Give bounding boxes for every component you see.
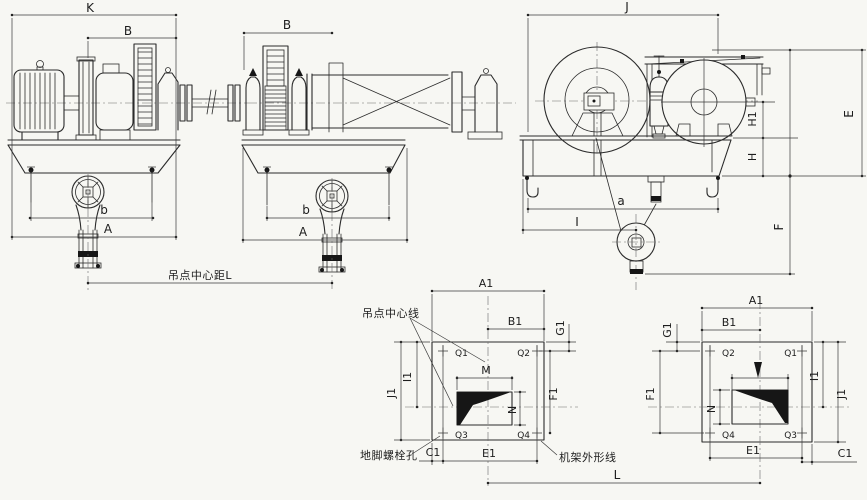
bolt-Q4-left-label: Q4 [517, 431, 530, 441]
side-base-frame [519, 135, 732, 198]
frame-outline-annotation: 机架外形线 [559, 450, 617, 464]
plan-view-right [648, 300, 852, 486]
dim-B-mid-label: B [283, 18, 291, 32]
rope-pulley-hook [595, 137, 665, 290]
dim-a-label: a [617, 194, 624, 208]
dim-F1-left-label: F1 [547, 387, 560, 400]
dim-I-label: I [575, 215, 579, 229]
dim-B1-right-label: B1 [722, 316, 737, 329]
anchor-bolt-annotation: 地脚螺栓孔 [360, 448, 418, 462]
dim-B-left-label: B [124, 24, 132, 38]
motor-end-view [661, 58, 756, 147]
motor-front [13, 60, 65, 141]
bearing-pedestal [157, 67, 193, 131]
dim-A1-left-label: A1 [479, 277, 494, 290]
dimension-lines [10, 13, 866, 485]
dim-F1-right-label: F1 [644, 387, 657, 400]
dim-J1-right-label: J1 [835, 389, 848, 400]
dim-A-left-label: A [104, 222, 113, 236]
anchor-bolt-markers [705, 345, 807, 439]
frame-outline-leader [540, 440, 558, 456]
dim-H1-label: H1 [746, 111, 759, 126]
rail-hook-right [706, 175, 719, 198]
dim-A1-right-label: A1 [749, 294, 764, 307]
connecting-shaft [191, 84, 241, 122]
rope-pull-arrow [754, 362, 762, 378]
dim-K-label: K [86, 1, 95, 15]
motor-eyebolt [36, 60, 44, 68]
dim-G1-right-label: G1 [661, 322, 674, 338]
dim-E1-left-label: E1 [482, 447, 496, 460]
gearbox [63, 63, 134, 141]
dim-C1-left-label: C1 [426, 446, 441, 459]
gear-frame [133, 43, 157, 131]
rail-hook-left [526, 175, 539, 198]
rope-wrap-wedge [734, 390, 788, 423]
hoist-distance-label: 吊点中心距L [168, 269, 232, 282]
dim-I1-left-label: I1 [401, 372, 414, 382]
dim-G1-left-label: G1 [554, 320, 567, 336]
dim-M-label: M [481, 364, 491, 377]
anchor-bolt-leader [411, 435, 441, 455]
rope-drum [306, 62, 503, 140]
rope-wrap-wedge [457, 392, 511, 425]
dim-F-label: F [772, 223, 786, 230]
bolt-Q1-right-label: Q1 [784, 349, 797, 359]
bolt-Q3-right-label: Q3 [784, 431, 797, 441]
dim-I1-right-label: I1 [808, 371, 821, 381]
hoist-centerline-leader [409, 317, 486, 407]
mid-sheave-hook [315, 178, 349, 290]
bolt-Q2-left-label: Q2 [517, 349, 530, 359]
dim-E1-right-label: E1 [746, 444, 760, 457]
drum-end-view [543, 46, 651, 154]
front-view-middle-unit [241, 45, 516, 290]
dim-A-mid-label: A [299, 225, 308, 239]
mid-platform [241, 139, 406, 206]
bolt-Q3-left-label: Q3 [455, 431, 468, 441]
front-view-left-unit [6, 43, 248, 290]
dim-E-label: E [842, 110, 856, 118]
dimension-labels: K B b A B b A 吊点中心距L J a I H1 H E F A1 B… [86, 0, 856, 482]
bolt-Q4-right-label: Q4 [722, 431, 735, 441]
hoist-centerline-annotation: 吊点中心线 [362, 306, 420, 320]
dim-J1-left-label: J1 [385, 388, 398, 399]
dim-b-mid-label: b [302, 203, 310, 217]
mid-gear-frame [262, 45, 289, 131]
dim-J-label: J [624, 0, 629, 14]
dim-N-left-label: N [506, 406, 519, 414]
dim-N-right-label: N [705, 405, 718, 413]
drum-bearing-right [288, 68, 310, 136]
plan-view-left [405, 296, 578, 486]
dim-L-label: L [614, 468, 621, 482]
anchor-bolt-markers [438, 345, 542, 439]
dim-H-label: H [746, 153, 759, 161]
dim-B1-left-label: B1 [508, 315, 523, 328]
dim-C1-right-label: C1 [838, 447, 853, 460]
side-view [519, 42, 771, 290]
left-sheave-hook [71, 174, 105, 290]
drum-bearing-left [242, 68, 264, 136]
left-platform [7, 139, 181, 203]
bolt-Q1-left-label: Q1 [455, 349, 468, 359]
dim-b-left-label: b [100, 203, 108, 217]
bolt-Q2-right-label: Q2 [722, 349, 735, 359]
